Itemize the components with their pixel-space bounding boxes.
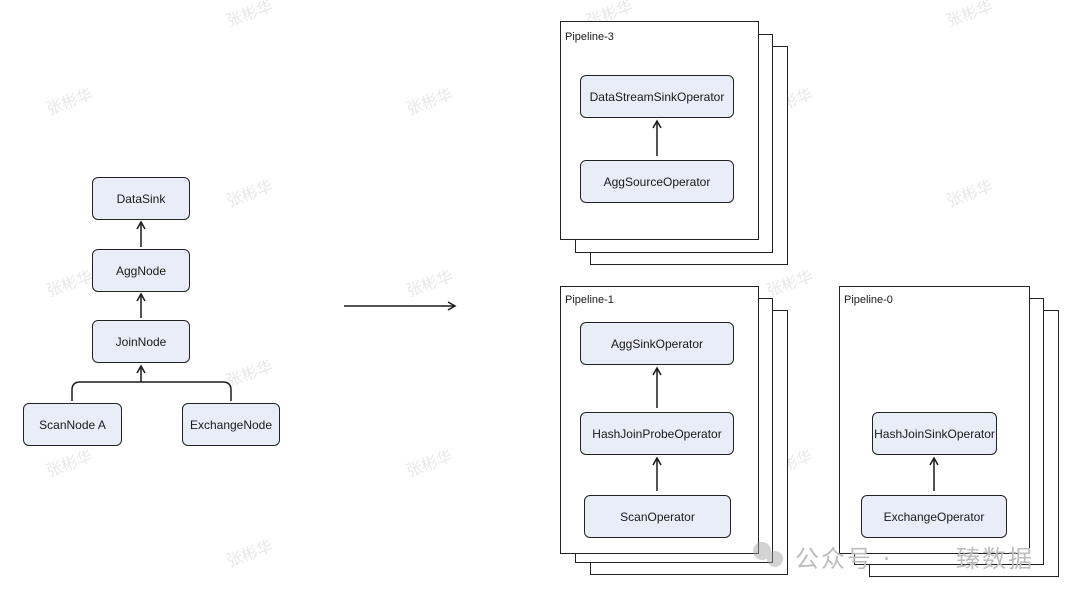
hash-join-sink-operator: HashJoinSinkOperator xyxy=(872,412,997,455)
agg-source-operator: AggSourceOperator xyxy=(580,160,734,203)
scan-operator: ScanOperator xyxy=(584,495,731,538)
pipeline-0-label: Pipeline-0 xyxy=(844,294,893,306)
scan-node-a: ScanNode A xyxy=(23,403,122,446)
hash-join-probe-operator: HashJoinProbeOperator xyxy=(580,412,734,455)
join-node: JoinNode xyxy=(92,320,190,363)
agg-sink-operator: AggSinkOperator xyxy=(580,322,734,365)
pipeline-1-label: Pipeline-1 xyxy=(565,294,614,306)
data-sink-node: DataSink xyxy=(92,177,190,220)
pipeline-3-frame xyxy=(560,21,759,240)
agg-node: AggNode xyxy=(92,249,190,292)
pipeline-3-label: Pipeline-3 xyxy=(565,31,614,43)
exchange-node: ExchangeNode xyxy=(182,403,280,446)
brand-mark-left: 公众号 · xyxy=(795,545,893,573)
connector-children-to-join xyxy=(71,381,232,401)
brand-mark-right: 臻数据 xyxy=(956,545,1034,573)
data-stream-sink-operator: DataStreamSinkOperator xyxy=(580,75,734,118)
exchange-operator: ExchangeOperator xyxy=(861,495,1007,538)
wechat-icon xyxy=(753,542,783,567)
